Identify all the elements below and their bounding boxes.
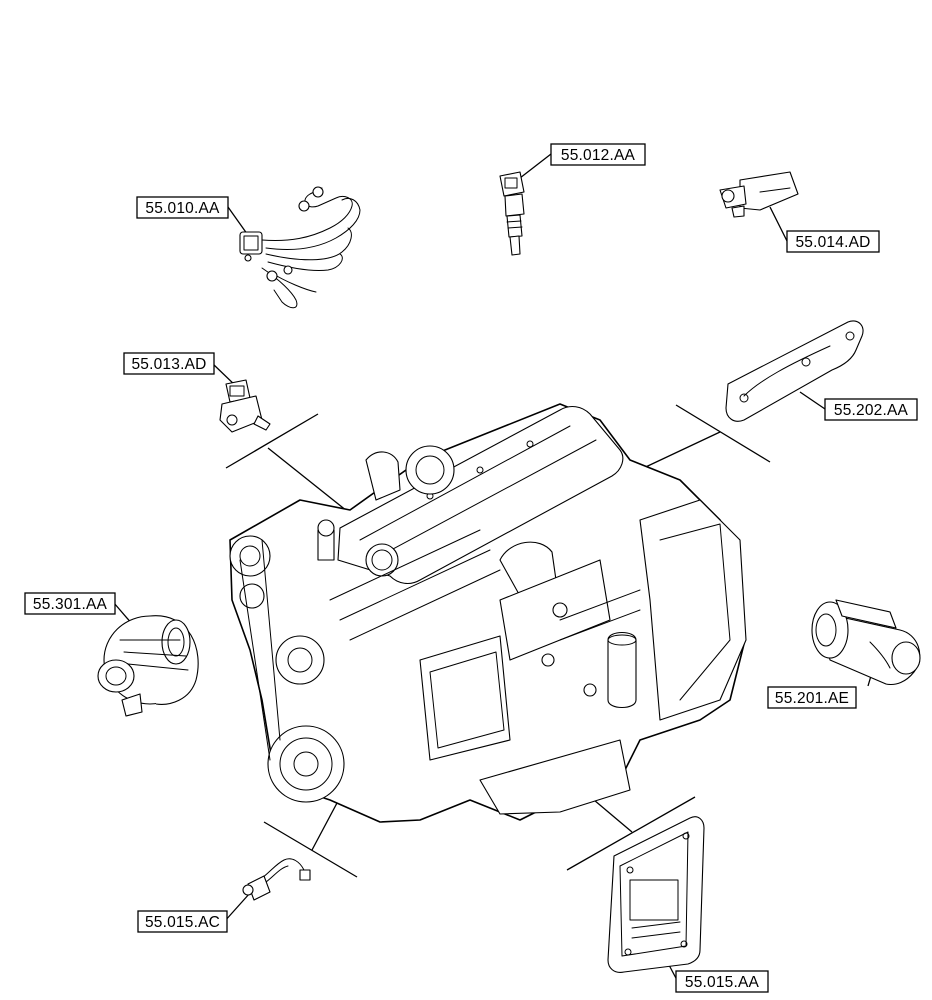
callout-55-015-ac[interactable]: 55.015.AC: [137, 910, 228, 933]
svg-text:55.202.AA: 55.202.AA: [834, 402, 909, 419]
starter-icon: [811, 599, 921, 686]
sensor-icon: [242, 858, 311, 901]
callout-55-013-ad[interactable]: 55.013.AD: [123, 352, 215, 375]
sensor-icon: [719, 171, 799, 218]
callout-55-202-aa[interactable]: 55.202.AA: [824, 398, 918, 421]
svg-text:55.015.AC: 55.015.AC: [145, 914, 220, 931]
harness-icon: [239, 186, 361, 309]
svg-text:55.201.AE: 55.201.AE: [775, 690, 849, 707]
callout-55-201-ae[interactable]: 55.201.AE: [767, 686, 857, 709]
heater-icon: [725, 320, 864, 422]
svg-text:55.014.AD: 55.014.AD: [795, 234, 870, 251]
svg-text:55.301.AA: 55.301.AA: [33, 596, 108, 613]
callout-55-010-aa[interactable]: 55.010.AA: [136, 196, 229, 219]
svg-text:55.012.AA: 55.012.AA: [561, 147, 636, 164]
sensor-icon: [499, 171, 525, 256]
alternator-icon: [97, 615, 199, 717]
engine-assembly: [229, 403, 747, 823]
callout-55-301-aa[interactable]: 55.301.AA: [24, 592, 116, 615]
ecu-icon: [607, 816, 705, 973]
callout-55-012-aa[interactable]: 55.012.AA: [550, 143, 646, 166]
svg-text:55.010.AA: 55.010.AA: [145, 200, 220, 217]
svg-text:55.013.AD: 55.013.AD: [131, 356, 206, 373]
svg-text:55.015.AA: 55.015.AA: [685, 974, 760, 991]
callout-55-014-ad[interactable]: 55.014.AD: [786, 230, 880, 253]
sensor-icon: [219, 379, 271, 433]
callout-55-015-aa[interactable]: 55.015.AA: [675, 970, 769, 993]
